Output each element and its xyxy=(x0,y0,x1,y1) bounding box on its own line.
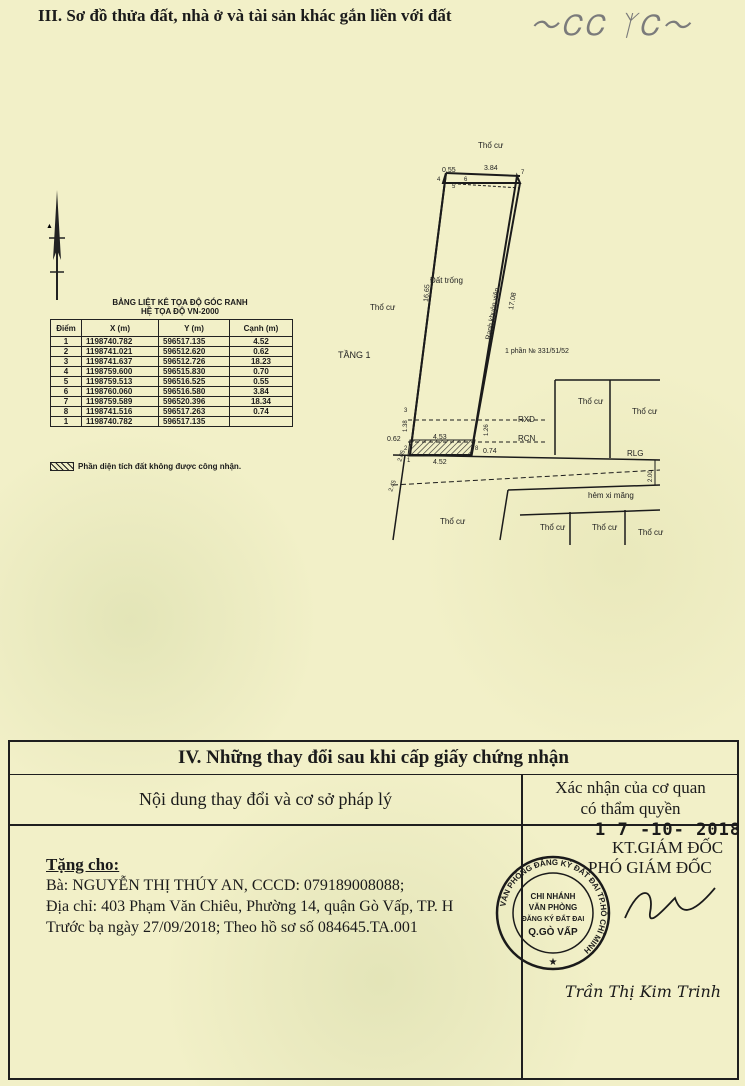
official-stamp-icon: VĂN PHÒNG ĐĂNG KÝ ĐẤT ĐAI TP.HỒ CHÍ MINH… xyxy=(495,855,611,971)
dim-205: 2.05 xyxy=(397,449,407,463)
label-rcn: RCN xyxy=(518,434,536,443)
point-5: 5 xyxy=(452,184,456,190)
dim-055: 0.55 xyxy=(442,167,456,174)
label-tho-cu-right1: Thổ cư xyxy=(578,397,604,406)
land-plot-map: Thổ cư Thổ cư Thổ cư Thổ cư Thổ cư Thổ c… xyxy=(338,141,664,545)
label-tho-cu-bottom: Thổ cư xyxy=(440,517,466,526)
dim-452: 4.52 xyxy=(433,459,447,466)
legend-text: Phần diện tích đất không được công nhận. xyxy=(78,462,242,471)
stamp-line1: CHI NHÁNH xyxy=(531,892,576,901)
label-rxd: RXD xyxy=(518,415,535,424)
content-line1: Bà: NGUYỄN THỊ THÚY AN, CCCD: 0791890080… xyxy=(46,877,405,894)
point-8: 8 xyxy=(475,446,479,452)
approval-date: 1 7 -10- 2018 xyxy=(595,820,742,840)
hatch-swatch-icon xyxy=(50,462,74,471)
coordinate-table-block: BẢNG LIỆT KÊ TỌA ĐỘ GÓC RANH HỆ TỌA ĐỘ V… xyxy=(50,298,310,427)
point-1: 1 xyxy=(407,458,411,464)
label-tang1: TẦNG 1 xyxy=(338,350,371,360)
label-parcel-note: 1 phần № 331/51/52 xyxy=(505,346,569,355)
label-dat-trong: Đất trống xyxy=(430,276,463,285)
signature-icon xyxy=(624,887,716,920)
table-title: BẢNG LIỆT KÊ TỌA ĐỘ GÓC RANH HỆ TỌA ĐỘ V… xyxy=(50,298,310,316)
plot-left-edge xyxy=(409,172,447,456)
cell-edge xyxy=(229,416,293,427)
change-content: Tặng cho: Bà: NGUYỄN THỊ THÚY AN, CCCD: … xyxy=(46,854,453,938)
plot-boundary xyxy=(408,172,522,456)
kt-director: KT.GIÁM ĐỐC xyxy=(612,838,724,857)
col-header-right-line2: có thẩm quyền xyxy=(580,799,681,818)
stamp-line3: ĐĂNG KÝ ĐẤT ĐAI xyxy=(522,913,585,923)
table-title-line1: BẢNG LIỆT KÊ TỌA ĐỘ GÓC RANH xyxy=(112,298,248,307)
content-line2: Địa chỉ: 403 Phạm Văn Chiêu, Phường 14, … xyxy=(46,898,454,915)
stamp-line2: VĂN PHÒNG xyxy=(529,903,577,912)
deputy-director: PHÓ GIÁM ĐỐC xyxy=(588,858,712,877)
label-ranh: Ranh khuôn viên xyxy=(485,287,501,340)
svg-text:▲: ▲ xyxy=(46,223,53,230)
dim-245: 2.45 xyxy=(388,479,398,493)
dim-074: 0.74 xyxy=(483,448,497,455)
road-line-mid xyxy=(392,469,661,486)
alley-bottom xyxy=(519,509,661,516)
section4-box: IV. Những thay đổi sau khi cấp giấy chứn… xyxy=(8,740,739,1080)
point-6: 6 xyxy=(464,177,468,183)
road-left xyxy=(392,454,406,541)
section3-title: III. Sơ đồ thửa đất, nhà ở và tài sản kh… xyxy=(38,6,452,25)
signer-name: Trần Thị Kim Trinh xyxy=(565,982,722,1001)
label-hem: hẻm xi măng xyxy=(588,491,634,500)
dim-1708: 17.08 xyxy=(508,292,518,311)
content-line3: Trước bạ ngày 27/09/2018; Theo hồ sơ số … xyxy=(46,919,418,936)
dim-200: 2.00 xyxy=(648,470,654,482)
table-title-line2: HỆ TỌA ĐỘ VN-2000 xyxy=(141,307,219,316)
point-7: 7 xyxy=(521,170,525,176)
label-tho-cu-b3: Thổ cư xyxy=(638,528,664,537)
label-tho-cu-right2: Thổ cư xyxy=(632,407,658,416)
label-tho-cu-left: Thổ cư xyxy=(370,303,396,312)
svg-text:★: ★ xyxy=(549,957,558,968)
point-4: 4 xyxy=(437,177,441,183)
label-tho-cu-b1: Thổ cư xyxy=(540,523,566,532)
plot-right-edge xyxy=(470,182,521,456)
col-header-right: Xác nhận của cơ quan có thẩm quyền xyxy=(522,774,739,824)
plot-top-edge xyxy=(445,172,521,177)
section4-title: IV. Những thay đổi sau khi cấp giấy chứn… xyxy=(10,742,737,775)
dim-1665: 16.65 xyxy=(423,284,432,302)
point-2: 2 xyxy=(404,446,408,452)
content-title: Tặng cho: xyxy=(46,855,120,874)
dim-126: 1.26 xyxy=(484,424,490,436)
col-divider xyxy=(521,774,523,1080)
label-tho-cu-b2: Thổ cư xyxy=(592,523,618,532)
label-rlg: RLG xyxy=(627,449,643,458)
unrecognized-area-hatch xyxy=(407,439,476,457)
plot-inner-top xyxy=(442,182,521,189)
col-header-left: Nội dung thay đổi và cơ sở pháp lý xyxy=(138,789,392,809)
road-right xyxy=(499,489,509,541)
point-3: 3 xyxy=(404,408,408,414)
handwritten-scribble: ～ᏟᏟ ᛉᏟ～ xyxy=(530,9,693,42)
north-arrow-icon: ▲ xyxy=(46,190,65,300)
dim-062: 0.62 xyxy=(387,436,401,443)
stamp-line4: Q.GÒ VẤP xyxy=(528,925,578,938)
alley-top xyxy=(507,484,661,491)
row-divider xyxy=(10,824,737,826)
dim-138: 1.38 xyxy=(403,420,409,432)
col-header-right-line1: Xác nhận của cơ quan xyxy=(555,778,706,797)
dim-384: 3.84 xyxy=(484,165,498,172)
road-line-top xyxy=(392,454,661,461)
legend: Phần diện tích đất không được công nhận. xyxy=(50,462,241,471)
dim-453: 4.53 xyxy=(433,434,447,441)
label-tho-cu-top: Thổ cư xyxy=(478,141,504,150)
